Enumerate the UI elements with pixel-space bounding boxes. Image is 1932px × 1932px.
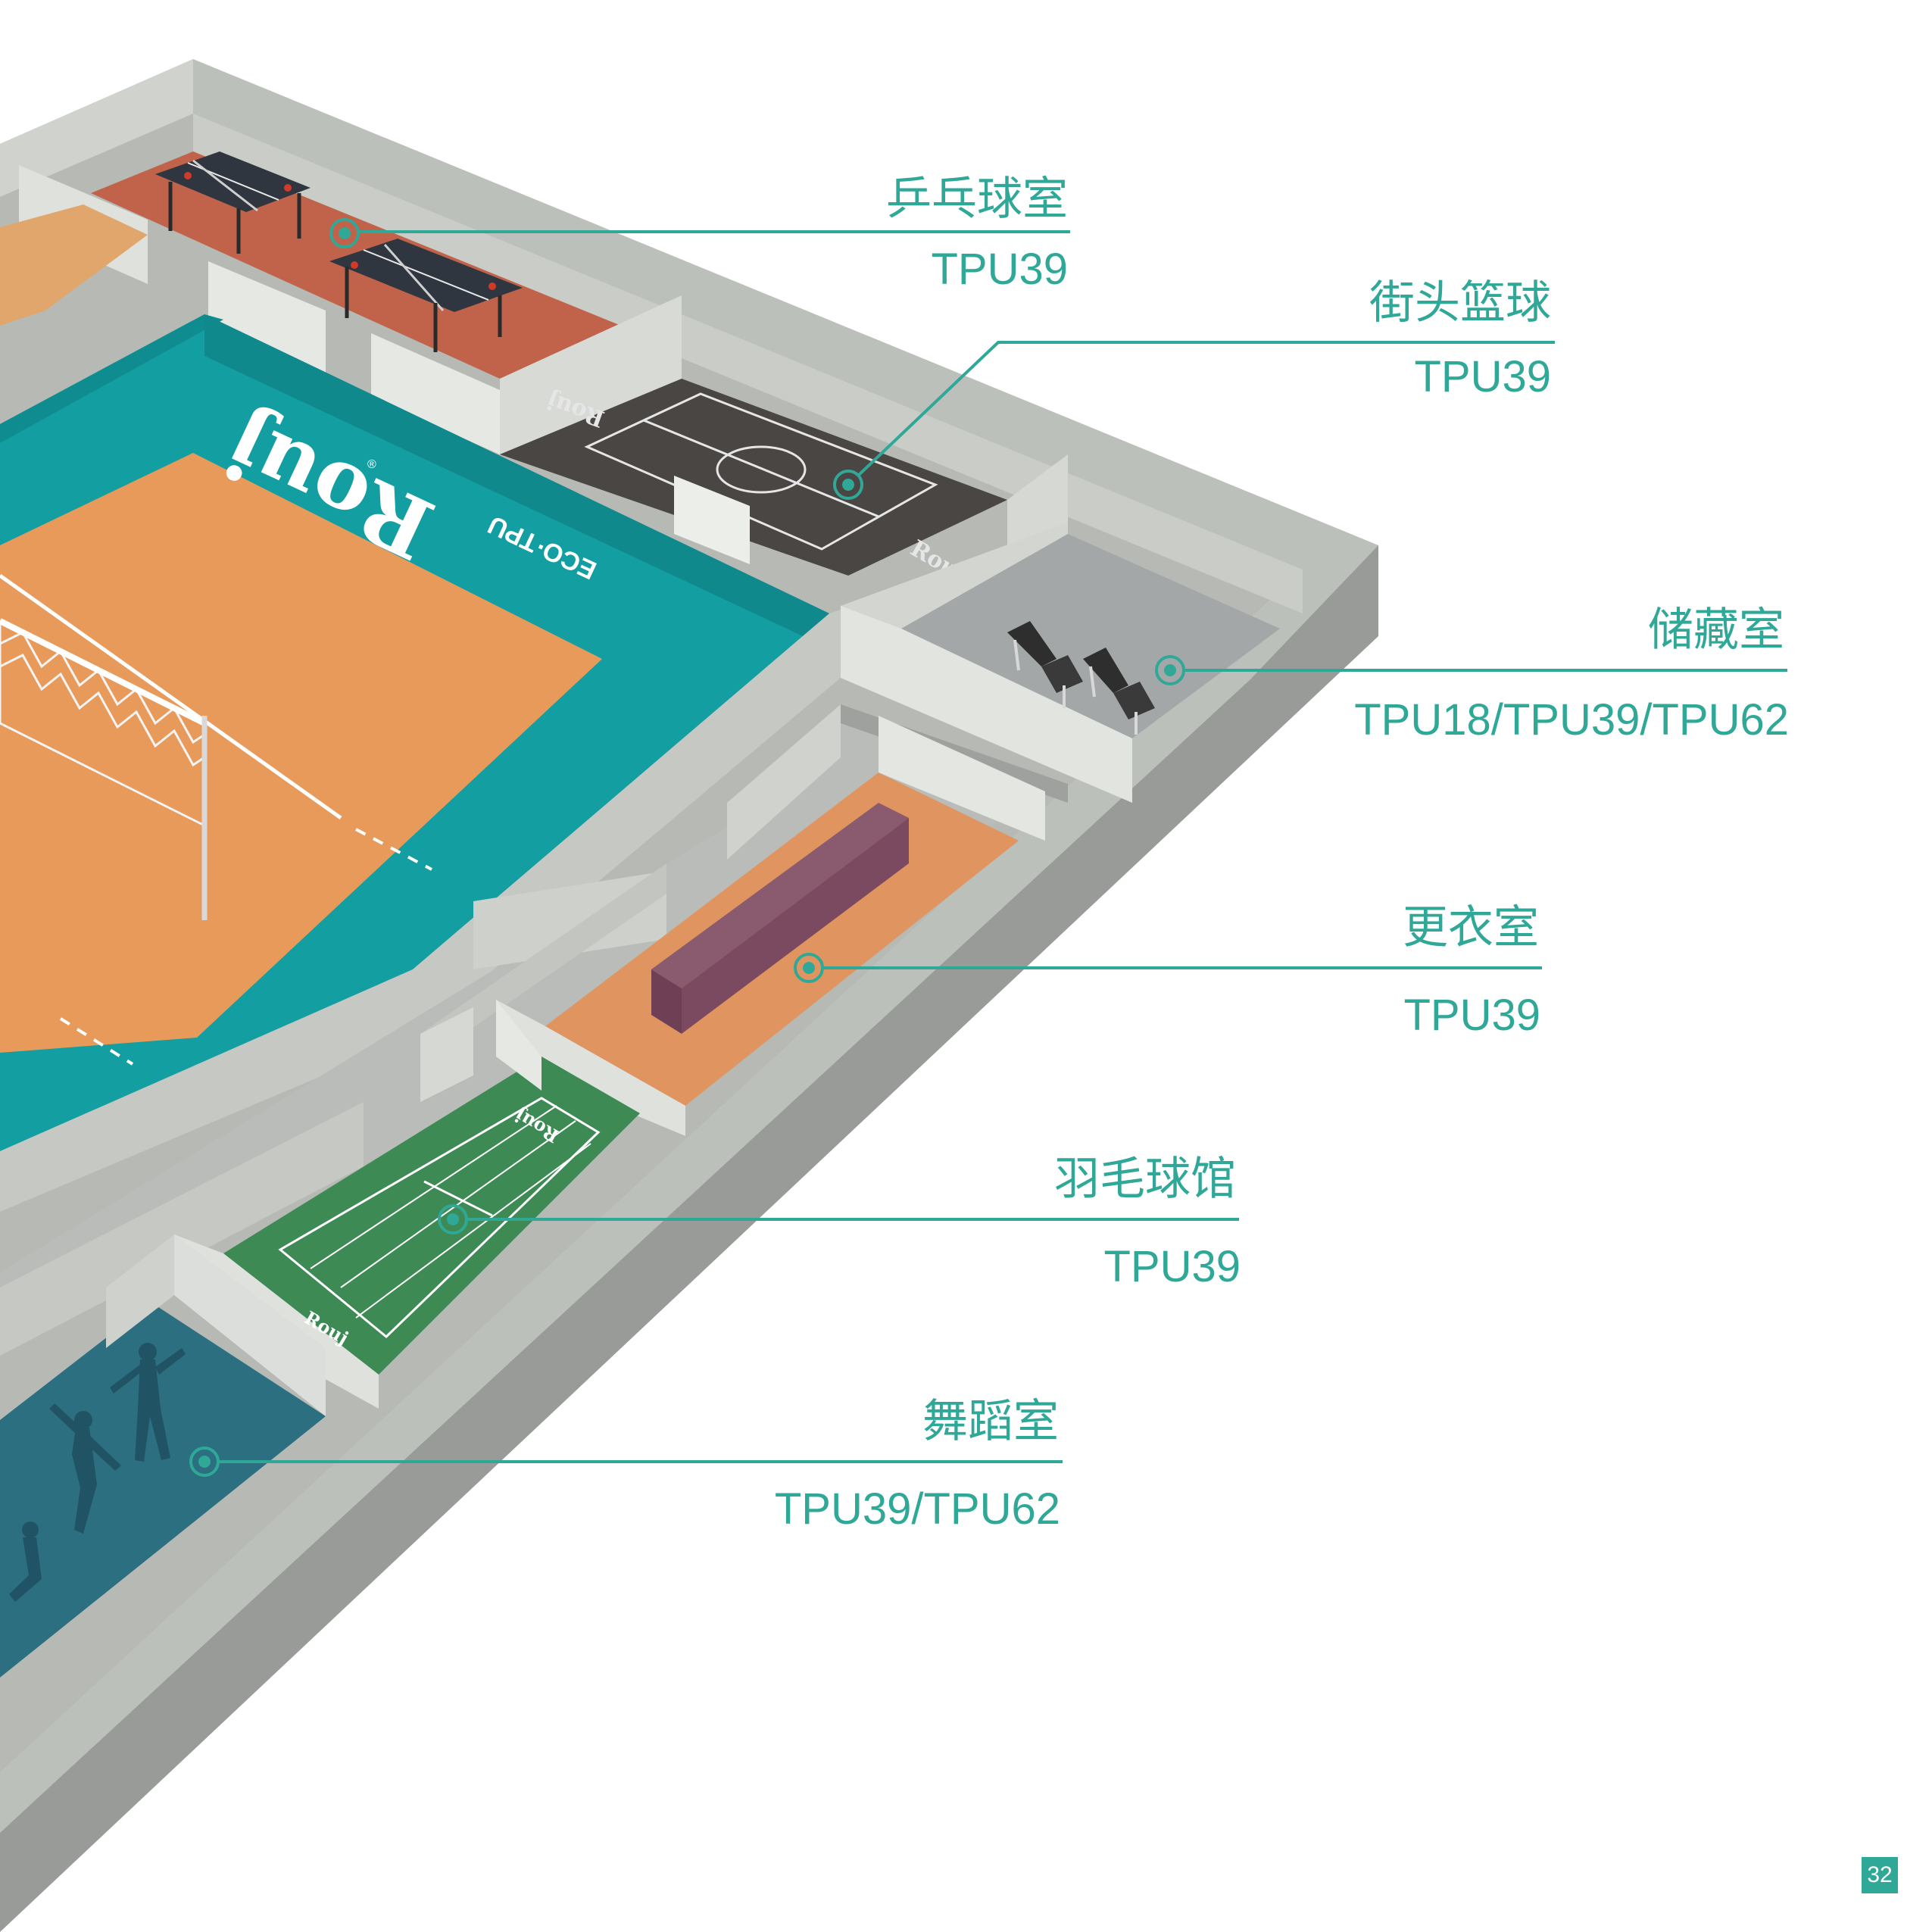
page-number-badge: 32 bbox=[1862, 1857, 1898, 1893]
room-code-storage: TPU18/TPU39/TPU62 bbox=[1354, 695, 1789, 744]
callout-storage bbox=[1155, 655, 1787, 685]
dance-front-wall bbox=[106, 1234, 174, 1348]
corridor-wall bbox=[727, 704, 841, 860]
corridor-wall bbox=[420, 1007, 473, 1102]
partition-wall bbox=[674, 476, 750, 564]
locker-back-wall bbox=[879, 716, 1045, 841]
corridor-wall bbox=[0, 1102, 364, 1356]
table-tennis-room bbox=[0, 151, 682, 454]
callout-locker bbox=[794, 953, 1542, 983]
outer-wall-side bbox=[0, 545, 1378, 1932]
storage-room bbox=[841, 534, 1280, 803]
dancer-silhouette bbox=[9, 1522, 42, 1602]
locker-bench bbox=[651, 803, 909, 1034]
room-name-badminton: 羽毛球馆 bbox=[1054, 1153, 1236, 1206]
partition-wall bbox=[500, 295, 682, 454]
ping-pong-table bbox=[329, 239, 523, 352]
room-code-street-basketball: TPU39 bbox=[1414, 352, 1551, 401]
corridor-wall bbox=[420, 863, 666, 1064]
room-name-street-basketball: 街头篮球 bbox=[1369, 276, 1551, 329]
volleyball-playing-area bbox=[0, 453, 602, 1053]
volleyball-net bbox=[0, 618, 208, 920]
corridor-wall bbox=[473, 871, 666, 969]
callout-table-tennis bbox=[329, 218, 1070, 248]
volleyball-court: Rouj ® ECO·TPU bbox=[0, 314, 1068, 1212]
locker-front-wall bbox=[496, 1000, 685, 1136]
dance-room bbox=[0, 1234, 326, 1678]
badminton-lines bbox=[278, 1097, 601, 1339]
weight-bench bbox=[1083, 648, 1155, 735]
side-room-floor bbox=[0, 204, 148, 326]
room-labels: 乒乓球室 TPU39 街头篮球 TPU39 储藏室 TPU18/TPU39/TP… bbox=[775, 173, 1789, 1534]
callout-dance bbox=[189, 1447, 1063, 1477]
callout-street-basketball bbox=[833, 341, 1555, 500]
dance-floor bbox=[0, 1303, 326, 1678]
room-name-table-tennis: 乒乓球室 bbox=[886, 173, 1068, 226]
court-surround-shade bbox=[204, 314, 829, 636]
callouts bbox=[189, 218, 1787, 1477]
registered-mark: ® bbox=[367, 458, 376, 471]
court-surround-dark bbox=[0, 314, 223, 443]
dancer-silhouette bbox=[110, 1343, 186, 1462]
partition-wall bbox=[371, 333, 500, 454]
room-name-locker: 更衣室 bbox=[1403, 901, 1539, 954]
room-name-storage: 储藏室 bbox=[1648, 604, 1784, 657]
badminton-floor bbox=[223, 1057, 640, 1375]
partition-wall bbox=[0, 969, 413, 1212]
storage-floor bbox=[901, 534, 1280, 738]
room-code-locker: TPU39 bbox=[1403, 991, 1540, 1040]
badminton-side-wall bbox=[496, 1000, 542, 1091]
weight-bench bbox=[1007, 621, 1083, 708]
dance-back-wall bbox=[174, 1234, 326, 1416]
room-code-badminton: TPU39 bbox=[1103, 1242, 1241, 1291]
partition-wall bbox=[208, 261, 326, 375]
storage-front-wall bbox=[841, 606, 1132, 803]
room-code-table-tennis: TPU39 bbox=[931, 245, 1068, 294]
dancer-silhouette bbox=[49, 1403, 121, 1534]
attack-line bbox=[0, 573, 342, 820]
room-code-dance: TPU39/TPU62 bbox=[775, 1484, 1060, 1534]
locker-room bbox=[496, 716, 1045, 1136]
callout-badminton bbox=[438, 1204, 1239, 1234]
ping-pong-table bbox=[155, 151, 311, 254]
room-name-dance: 舞蹈室 bbox=[922, 1395, 1059, 1448]
